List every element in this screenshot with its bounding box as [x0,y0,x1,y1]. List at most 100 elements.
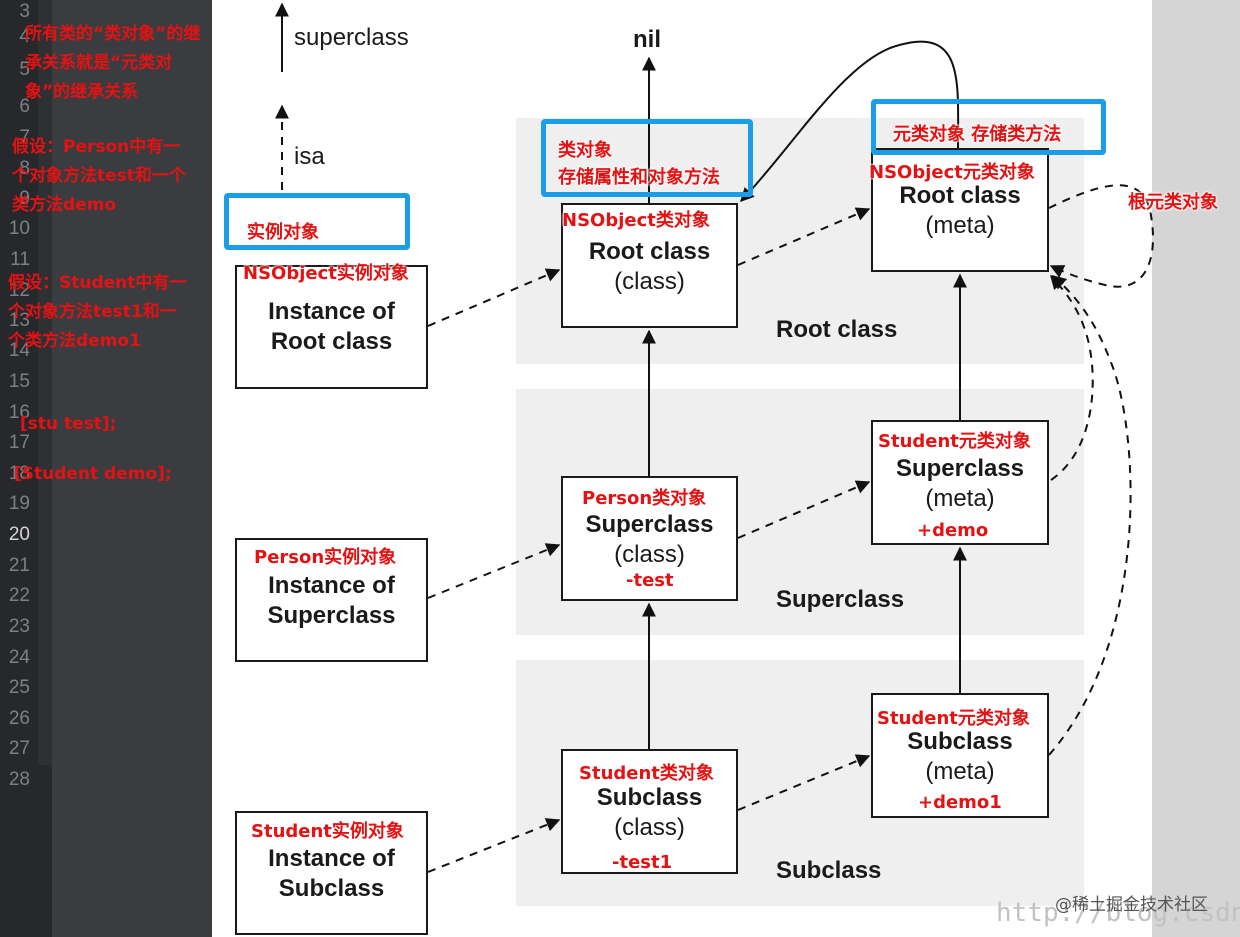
top-superclass-label: superclass [294,24,409,51]
meta-root-tag: NSObject元类对象 [869,162,1035,183]
class-object-highlight: 类对象 存储属性和对象方法 [541,119,753,197]
note-line: 承关系就是“元类对 [25,53,173,73]
box-line1: Root class [899,182,1021,209]
instance-subclass-box: Instance of Subclass [235,811,428,935]
instance-object-highlight: 实例对象 [224,193,410,250]
line-number: 11 [10,249,30,270]
box-line2: Root class [270,328,393,355]
code-student-demo: [Student demo]; [14,464,172,484]
gutter-strip [38,0,52,765]
box-line1: Instance of [268,845,395,872]
box-line2: (meta) [925,485,995,512]
box-line1: Instance of [268,298,395,325]
line-number: 5 [19,59,30,80]
line-number: 6 [19,96,30,117]
note-line: 个对象方法test1和一 [8,302,177,322]
top-isa-label: isa [294,143,325,170]
box-line1: Superclass [585,511,714,538]
box-line1: Root class [588,238,711,265]
box-line2: Superclass [267,602,396,629]
class-root-tag: NSObject类对象 [562,210,710,231]
meta-sub-tag: Student元类对象 [877,708,1030,729]
inst-super-tag: Person实例对象 [254,547,397,568]
csdn-url-watermark: http://blog.csdn. [996,898,1240,928]
line-number: 8 [19,158,30,179]
class-subclass-box: Subclass (class) [561,749,738,874]
isa-class-super-arrow [737,480,871,539]
meta-superclass-box: Superclass (meta) [871,420,1049,545]
class-object-label-line1: 类对象 [558,140,612,161]
class-root-box: Root class (class) [561,203,738,328]
note-line: 所有类的“类对象”的继 [25,24,201,44]
right-margin [1152,0,1240,937]
line-number: 23 [8,616,30,637]
note-line: 个对象方法test和一个 [12,166,186,186]
line-number: 14 [8,340,30,361]
line-number: 20 [8,524,30,545]
root-meta-to-root-class-arrow [740,40,960,203]
meta-object-label: 元类对象 存储类方法 [893,124,1062,145]
line-number: 12 [8,280,30,301]
code-editor-area [52,0,212,937]
line-number: 3 [19,1,30,22]
meta-super-method: +demo [917,520,989,541]
isa-inst-sub-arrow [427,818,561,873]
instance-root-box: Instance of Root class [235,265,428,389]
instance-superclass-box: Instance of Superclass [235,538,428,662]
box-line2: (class) [614,814,685,841]
note-line: 象”的继承关系 [25,82,139,102]
line-number: 19 [8,493,30,514]
line-number: 24 [8,647,30,668]
subclass-band-label: Subclass [776,857,882,884]
box-line2: (class) [614,541,685,568]
box-line2: (meta) [925,212,995,239]
line-number: 17 [8,432,30,453]
note-metaclass-inheritance: 所有类的“类对象”的继 承关系就是“元类对 象”的继承关系 [25,20,200,107]
box-line1: Instance of [268,572,395,599]
isa-inst-root-arrow [427,268,561,327]
note-line: 假设：Student中有一 [8,273,187,293]
isa-inst-super-arrow [427,543,561,599]
class-super-method: -test [626,570,674,591]
meta-subclass-box: Subclass (meta) [871,693,1049,818]
class-superclass-box: Superclass (class) [561,476,738,601]
meta-root-box: Root class (meta) [871,148,1049,272]
isa-class-sub-arrow [737,754,871,811]
box-line2: (class) [614,268,685,295]
box-line1: Subclass [907,728,1013,755]
box-line2: (meta) [925,758,995,785]
site-watermark: @稀土掘金技术社区 [1055,895,1208,915]
class-object-label-line2: 存储属性和对象方法 [558,167,720,188]
meta-sub-method: +demo1 [918,792,1002,813]
class-sub-tag: Student类对象 [579,763,714,784]
line-number: 10 [8,218,30,239]
meta-sub-isa-to-root-arrow [1048,275,1132,756]
isa-class-root-arrow [737,207,871,266]
inst-root-tag: NSObject实例对象 [243,263,409,284]
nil-label: nil [633,26,661,53]
note-line: 假设：Person中有一 [12,137,181,157]
line-number: 26 [8,708,30,729]
line-number: 13 [8,310,30,331]
class-super-tag: Person类对象 [582,488,707,509]
inst-sub-tag: Student实例对象 [251,821,404,842]
line-number: 27 [8,738,30,759]
line-number: 22 [8,585,30,606]
line-number: 25 [8,677,30,698]
meta-object-highlight: 元类对象 存储类方法 [871,99,1106,155]
box-line1: Subclass [596,784,703,811]
superclass-band-label: Superclass [776,586,905,613]
line-number: 15 [8,371,30,392]
instance-object-label: 实例对象 [247,222,319,243]
box-line1: Superclass [895,455,1025,482]
root-meta-self-label: 根元类对象 [1128,192,1218,213]
line-number: 9 [19,188,30,209]
line-number: 18 [8,463,30,484]
meta-super-isa-to-root-arrow [1050,274,1094,481]
note-student-assumption: 假设：Student中有一 个对象方法test1和一 个类方法demo1 [8,269,186,356]
line-number: 16 [8,402,30,423]
class-sub-method: -test1 [612,852,673,873]
